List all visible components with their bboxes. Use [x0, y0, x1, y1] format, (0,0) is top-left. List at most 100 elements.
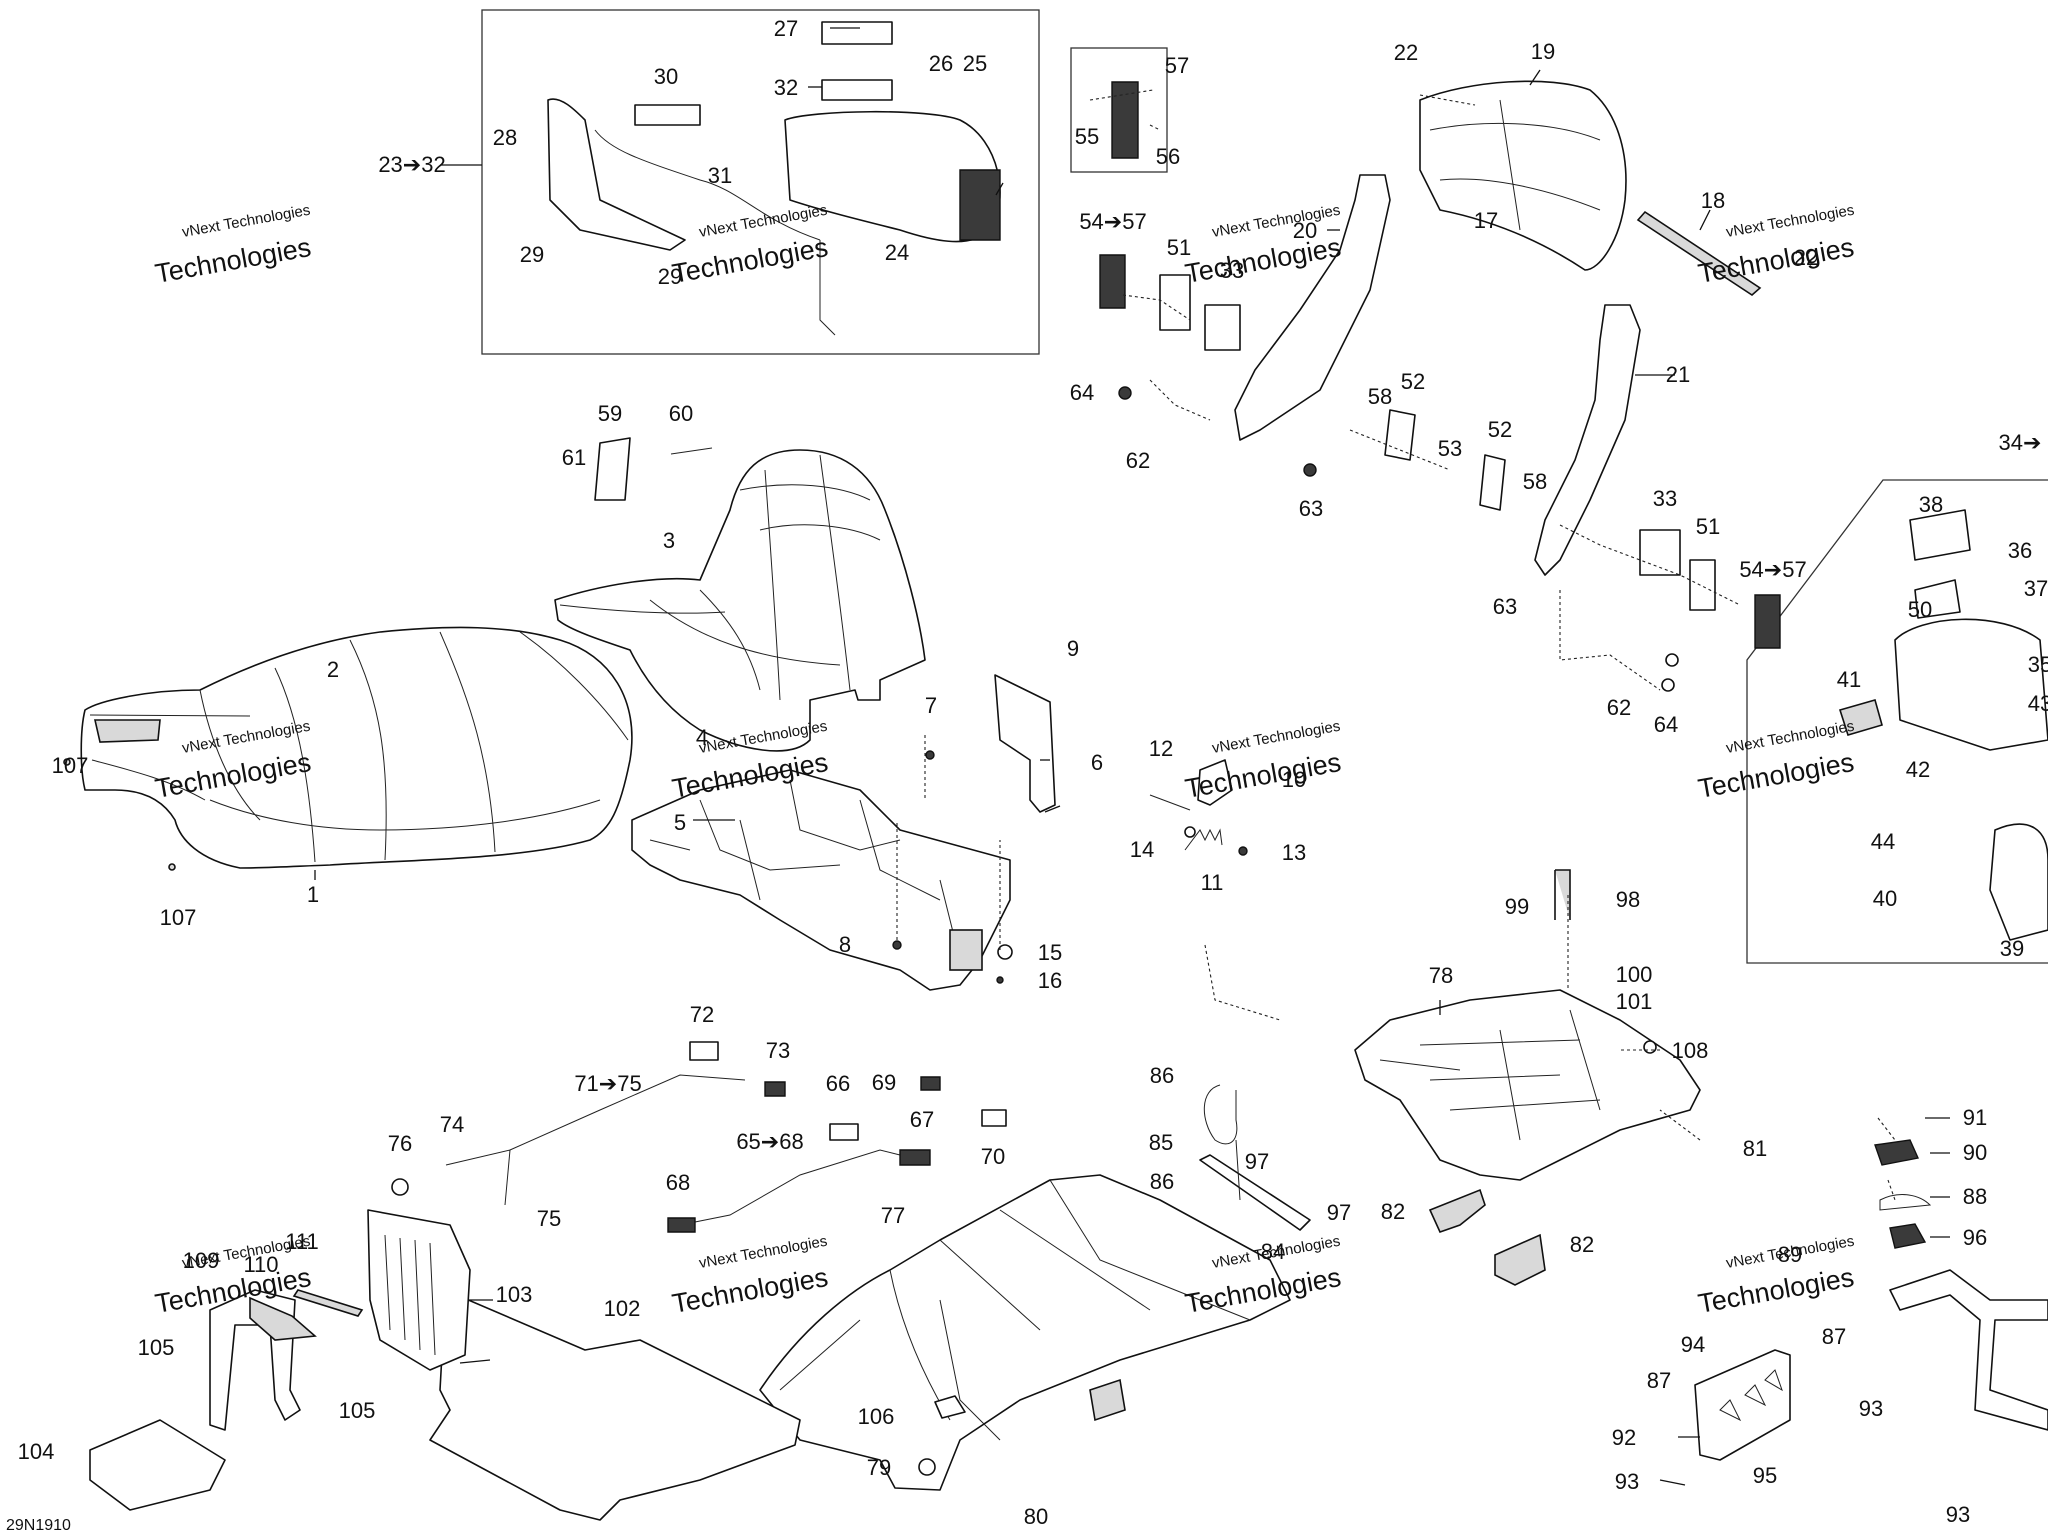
grommet-79[interactable] — [918, 1458, 936, 1476]
callout-43: 43 — [2028, 691, 2048, 716]
latch-90[interactable] — [1874, 1139, 1919, 1166]
callout-99: 99 — [1505, 894, 1529, 919]
plate-106[interactable] — [934, 1395, 966, 1419]
callout-76: 76 — [388, 1131, 412, 1156]
armrest-kit-grip[interactable] — [1838, 699, 1883, 736]
harness-connector-67[interactable] — [899, 1149, 931, 1166]
callout-10: 10 — [1282, 767, 1306, 792]
callout-13: 13 — [1282, 840, 1306, 865]
armrest-kit-base[interactable] — [1989, 823, 2048, 941]
callout-30: 30 — [654, 64, 678, 89]
clip-82-a[interactable] — [1428, 1188, 1486, 1233]
storage-tray-103[interactable] — [367, 1209, 471, 1371]
callout-51b: 51 — [1696, 514, 1720, 539]
rear-luggage-frame[interactable] — [759, 1174, 1291, 1491]
storage-tray-ribs — [384, 1234, 436, 1356]
armrest-kit-pad-mid[interactable] — [1914, 579, 1961, 619]
backrest-bezel-right[interactable] — [1689, 559, 1716, 611]
callout-31: 31 — [708, 163, 732, 188]
backrest-cushion[interactable] — [1419, 80, 1627, 271]
callout-82b: 82 — [1570, 1232, 1594, 1257]
clip-59[interactable] — [594, 437, 631, 501]
seat-base-tray[interactable] — [631, 769, 1011, 991]
clip-10[interactable] — [1197, 759, 1233, 806]
harness-connector-66[interactable] — [829, 1123, 859, 1141]
callout-37: 37 — [2024, 576, 2048, 601]
callout-8: 8 — [839, 932, 851, 957]
nut-13[interactable] — [1238, 846, 1248, 856]
screw-16[interactable] — [996, 976, 1004, 984]
passenger-seat[interactable] — [554, 449, 926, 752]
backrest-hinge-left[interactable] — [1204, 304, 1241, 351]
callout-92: 92 — [1612, 1425, 1636, 1450]
callout-35: 35 — [2028, 652, 2048, 677]
backrest-rod[interactable] — [1636, 210, 1762, 297]
bracket-84[interactable] — [1199, 1154, 1311, 1231]
grommet-76[interactable] — [391, 1178, 409, 1196]
callout-88: 88 — [1963, 1184, 1987, 1209]
harness-connector-68[interactable] — [667, 1217, 696, 1233]
strip-111[interactable] — [292, 1289, 364, 1317]
callout-26: 26 — [929, 51, 953, 76]
bolt-60 — [670, 447, 713, 455]
nut-64a[interactable] — [1118, 386, 1132, 400]
callout-75: 75 — [537, 1206, 561, 1231]
nut-63a[interactable] — [1303, 463, 1317, 477]
clip-82-b[interactable] — [1494, 1233, 1546, 1286]
callout-9: 9 — [1067, 636, 1079, 661]
callout-25: 25 — [963, 51, 987, 76]
callout-67: 67 — [910, 1107, 934, 1132]
callout-90: 90 — [1963, 1140, 1987, 1165]
backrest-knob-left[interactable] — [1099, 254, 1126, 309]
harness-connector-72[interactable] — [689, 1041, 719, 1061]
seat-lock-plate[interactable] — [994, 674, 1056, 813]
nut-64c[interactable] — [1665, 653, 1679, 667]
callout-80: 80 — [1024, 1504, 1048, 1529]
armrest-pad-top[interactable] — [821, 21, 893, 45]
armrest-pad-mid[interactable] — [821, 79, 893, 101]
screw-107b[interactable] — [168, 863, 176, 871]
washer-14[interactable] — [1184, 826, 1196, 838]
armrest-frame-left[interactable] — [547, 98, 686, 251]
screw-8[interactable] — [892, 940, 902, 950]
backrest-latch-cover[interactable] — [1111, 81, 1139, 159]
backrest-bezel-left[interactable] — [1159, 274, 1191, 331]
armrest-kit-pad-top[interactable] — [1909, 509, 1971, 561]
callout-63b: 63 — [1493, 594, 1517, 619]
driver-backrest-frame[interactable] — [1234, 174, 1391, 441]
callout-38: 38 — [1919, 492, 1943, 517]
bushing-15[interactable] — [997, 944, 1013, 960]
nut-7[interactable] — [925, 750, 935, 760]
mount-plate-92[interactable] — [1694, 1349, 1791, 1461]
tray-104[interactable] — [89, 1419, 226, 1511]
trunk-floor-mat[interactable] — [429, 1289, 801, 1521]
connector-69[interactable] — [920, 1076, 941, 1091]
diagram-reference-code: 29N1910 — [6, 1517, 71, 1534]
callout-87a: 87 — [1822, 1324, 1846, 1349]
nut-108[interactable] — [1643, 1040, 1657, 1054]
rack-u-bolt[interactable] — [1554, 869, 1571, 920]
nut-64b[interactable] — [1661, 678, 1675, 692]
armrest-grip[interactable] — [634, 104, 701, 126]
callout-60: 60 — [669, 401, 693, 426]
clip-96[interactable] — [1889, 1223, 1927, 1249]
rear-rail[interactable] — [1889, 1269, 2048, 1431]
armrest-control-module[interactable] — [959, 169, 1001, 241]
backrest-knob-right[interactable] — [1754, 594, 1781, 649]
svg-text:Technologies: Technologies — [1696, 1262, 1856, 1319]
callout-82a: 82 — [1381, 1199, 1405, 1224]
pad-110[interactable] — [249, 1296, 317, 1341]
armrest-kit-shell[interactable] — [1894, 618, 2048, 751]
rider-seat[interactable] — [80, 626, 633, 869]
rear-rack-plate[interactable] — [1354, 989, 1701, 1181]
passenger-backrest-frame[interactable] — [1534, 304, 1641, 576]
connector-70[interactable] — [981, 1109, 1007, 1127]
backrest-hinge-right[interactable] — [1639, 529, 1681, 576]
harness-connector-73[interactable] — [764, 1081, 786, 1097]
screw-107a[interactable] — [63, 758, 71, 766]
backrest-plate-b[interactable] — [1479, 454, 1506, 511]
callout-54-57a: 54➔57 — [1079, 209, 1146, 234]
callout-53: 53 — [1438, 436, 1462, 461]
callout-22a: 22 — [1394, 40, 1418, 65]
backrest-plate-a[interactable] — [1384, 409, 1416, 461]
